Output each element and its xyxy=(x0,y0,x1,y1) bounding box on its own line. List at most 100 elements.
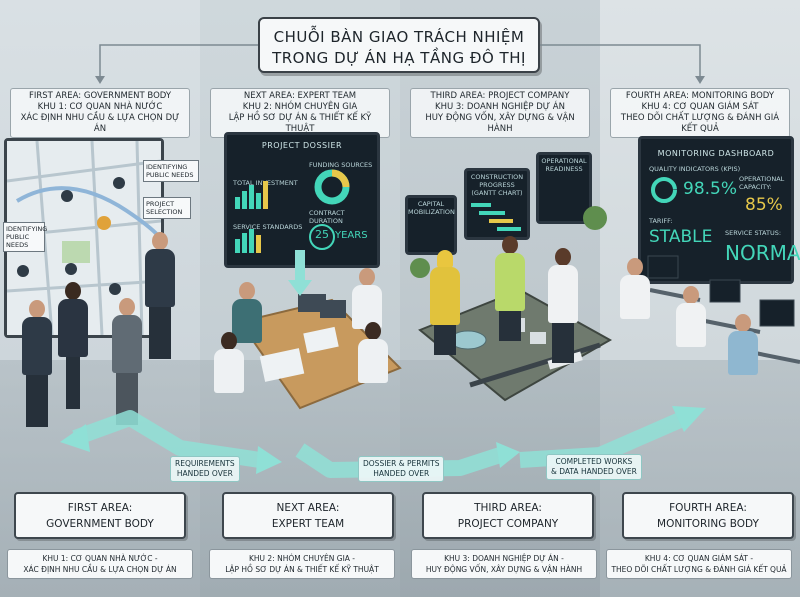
area-1-description: KHU 1: CƠ QUAN NHÀ NƯỚC - XÁC ĐỊNH NHU C… xyxy=(7,549,193,579)
map-pin-icon xyxy=(97,216,111,230)
area-3-description: KHU 3: DOANH NGHIỆP DỰ ÁN - HUY ĐỘNG VỐN… xyxy=(411,549,597,579)
area-3-description-line-1: KHU 3: DOANH NGHIỆP DỰ ÁN - xyxy=(444,554,564,563)
area-1-card-title: FIRST AREA: xyxy=(67,502,133,514)
area-3-card: THIRD AREA: PROJECT COMPANY xyxy=(422,492,594,539)
handoff-label-2-line-1: DOSSIER & PERMITS xyxy=(363,459,440,468)
area-4-description: KHU 4: CƠ QUAN GIÁM SÁT - THEO DÕI CHẤT … xyxy=(606,549,792,579)
map-label-project-selection: PROJECT SELECTION xyxy=(143,197,191,219)
official-person xyxy=(22,300,52,427)
area-2-top-desc: LẬP HỒ SƠ DỰ ÁN & THIẾT KẾ KỸ THUẬT xyxy=(228,113,372,134)
dossier-duration-value: 25 xyxy=(315,228,329,241)
area-2-top-title: NEXT AREA: EXPERT TEAM xyxy=(243,91,357,101)
dossier-funding-sources: FUNDING SOURCES xyxy=(309,161,373,169)
connector-right xyxy=(540,44,701,78)
quality-gauge xyxy=(651,177,677,203)
gantt-chart xyxy=(471,203,521,231)
project-dossier-screen: PROJECT DOSSIER TOTAL INVESTMENT FUNDING… xyxy=(224,132,380,268)
map-label-identifying-top: IDENTIFYING PUBLIC NEEDS xyxy=(143,160,199,182)
handoff-arrow-1 xyxy=(72,410,262,468)
engineer-person xyxy=(495,236,525,341)
area-4-card-title: FOURTH AREA: xyxy=(669,502,747,514)
engineer-person xyxy=(430,250,460,355)
area-3-top-title: THIRD AREA: PROJECT COMPANY xyxy=(430,91,570,101)
capacity-value: 85% xyxy=(745,195,783,215)
handoff-arrow-1-tip xyxy=(256,446,282,474)
area-2-card-name: EXPERT TEAM xyxy=(271,518,345,530)
monitor-person xyxy=(676,286,706,347)
quality-value: 98.5% xyxy=(683,179,738,199)
area-3-top-subtitle: KHU 3: DOANH NGHIỆP DỰ ÁN xyxy=(435,102,565,112)
handoff-arrow-1-head xyxy=(60,424,90,452)
handoff-label-3: COMPLETED WORKS & DATA HANDED OVER xyxy=(546,454,642,480)
expert-person xyxy=(358,322,388,383)
area-4-top-label: FOURTH AREA: MONITORING BODY KHU 4: CƠ Q… xyxy=(610,88,790,138)
map-pin-icon xyxy=(61,190,73,202)
map-pin-icon xyxy=(113,177,125,189)
official-person xyxy=(112,298,142,425)
plant-icon xyxy=(583,206,607,230)
area-2-top-label: NEXT AREA: EXPERT TEAM KHU 2: NHÓM CHUYÊ… xyxy=(210,88,390,138)
dossier-contract-duration: CONTRACT DURATION xyxy=(309,209,345,225)
monitoring-dashboard-screen: MONITORING DASHBOARD QUALITY INDICATORS … xyxy=(638,136,800,284)
operational-readiness-screen: OPERATIONAL READINESS xyxy=(536,152,592,224)
construction-progress-screen: CONSTRUCTION PROGRESS (GANTT CHART) xyxy=(464,168,530,240)
area-3-card-title: THIRD AREA: xyxy=(474,502,542,514)
area-4-card-name: MONITORING BODY xyxy=(657,518,759,530)
area-1-card: FIRST AREA: GOVERNMENT BODY xyxy=(14,492,186,539)
area-1-description-line-2: XÁC ĐỊNH NHU CẦU & LỰA CHỌN DỰ ÁN xyxy=(23,565,177,574)
operational-readiness-label: OPERATIONAL READINESS xyxy=(541,157,587,173)
capital-mobilization-label: CAPITAL MOBILIZATION xyxy=(408,200,455,216)
dossier-service-standards: SERVICE STANDARDS xyxy=(233,223,303,231)
area-1-top-label: FIRST AREA: GOVERNMENT BODY KHU 1: CƠ QU… xyxy=(10,88,190,138)
area-2-card: NEXT AREA: EXPERT TEAM xyxy=(222,492,394,539)
handoff-arrow-3-tip xyxy=(672,406,706,432)
area-4-card: FOURTH AREA: MONITORING BODY xyxy=(622,492,794,539)
connector-right-arrowhead xyxy=(695,76,705,84)
title-line-2: TRONG DỰ ÁN HẠ TẦNG ĐÔ THỊ xyxy=(272,49,526,67)
plant-icon xyxy=(410,258,430,278)
engineer-person xyxy=(548,248,578,363)
title-line-1: CHUỖI BÀN GIAO TRÁCH NHIỆM xyxy=(273,28,525,46)
area-4-top-desc: THEO DÕI CHẤT LƯỢNG & ĐÁNH GIÁ KẾT QUẢ xyxy=(620,113,780,134)
area-2-top-subtitle: KHU 2: NHÓM CHUYÊN GIA xyxy=(242,102,358,112)
map-pin-icon xyxy=(65,263,77,275)
monitor-person xyxy=(728,314,758,375)
service-status-value: NORMAL xyxy=(725,241,800,265)
area-4-top-subtitle: KHU 4: CƠ QUAN GIÁM SÁT xyxy=(641,102,759,112)
area-4-top-title: FOURTH AREA: MONITORING BODY xyxy=(625,91,775,101)
tariff-value: STABLE xyxy=(649,227,713,247)
area-3-top-desc: HUY ĐỘNG VỐN, XÂY DỰNG & VẬN HÀNH xyxy=(425,113,575,134)
handoff-label-1: REQUIREMENTS HANDED OVER xyxy=(170,456,240,482)
area-1-top-desc: XÁC ĐỊNH NHU CẦU & LỰA CHỌN DỰ ÁN xyxy=(20,113,180,134)
area-3-description-line-2: HUY ĐỘNG VỐN, XÂY DỰNG & VẬN HÀNH xyxy=(425,565,583,574)
capital-mobilization-screen: CAPITAL MOBILIZATION xyxy=(405,195,457,255)
quality-indicators-label: QUALITY INDICATORS (KPIS) xyxy=(649,165,741,173)
title-connectors xyxy=(95,44,705,84)
service-status-label: SERVICE STATUS: xyxy=(725,229,782,237)
tariff-label: TARIFF: xyxy=(649,217,673,225)
expert-person xyxy=(232,282,262,343)
map-pin-icon xyxy=(17,265,29,277)
area-1-top-title: FIRST AREA: GOVERNMENT BODY xyxy=(28,91,172,101)
dossier-title: PROJECT DOSSIER xyxy=(261,141,343,150)
monitoring-title: MONITORING DASHBOARD xyxy=(657,149,775,158)
area-2-description-line-1: KHU 2: NHÓM CHUYÊN GIA - xyxy=(248,554,356,563)
area-1-top-subtitle: KHU 1: CƠ QUAN NHÀ NƯỚC xyxy=(37,102,163,112)
connector-left xyxy=(99,44,258,78)
area-4-description-line-1: KHU 4: CƠ QUAN GIÁM SÁT - xyxy=(644,554,754,563)
handoff-arrow-2-tip xyxy=(496,442,520,468)
official-person xyxy=(145,232,175,359)
area-1-card-name: GOVERNMENT BODY xyxy=(46,518,154,530)
construction-progress-label: CONSTRUCTION PROGRESS (GANTT CHART) xyxy=(470,173,524,197)
expert-person xyxy=(352,268,382,329)
map-pin-icon xyxy=(109,283,121,295)
dossier-down-arrow-head xyxy=(288,280,312,296)
handoff-label-2: DOSSIER & PERMITS HANDED OVER xyxy=(358,456,445,482)
capacity-label: OPERATIONAL CAPACITY: xyxy=(739,175,785,191)
monitor-person xyxy=(620,258,650,319)
dossier-graphics xyxy=(235,169,350,253)
connector-left-arrowhead xyxy=(95,76,105,84)
area-2-description-line-2: LẬP HỒ SƠ DỰ ÁN & THIẾT KẾ KỸ THUẬT xyxy=(225,565,379,574)
area-3-card-name: PROJECT COMPANY xyxy=(457,518,559,530)
